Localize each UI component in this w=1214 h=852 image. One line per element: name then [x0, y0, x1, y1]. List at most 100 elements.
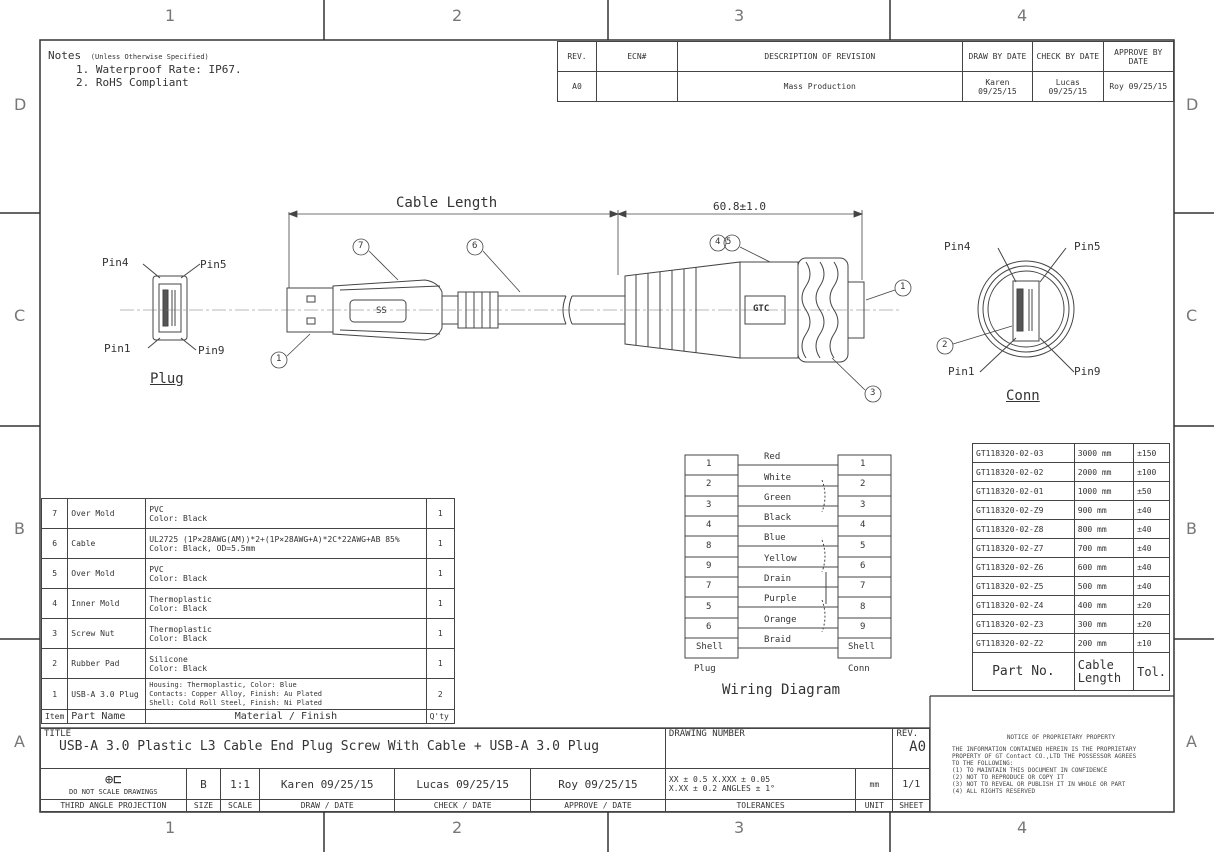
- sheet-label: SHEET: [892, 798, 930, 813]
- proprietary-line: (4) ALL RIGHTS RESERVED: [952, 788, 1036, 795]
- proprietary-line: (1) TO MAINTAIN THIS DOCUMENT IN CONFIDE…: [952, 767, 1108, 774]
- zone-col-3-top: 3: [734, 6, 745, 25]
- approve-value: Roy 09/25/15: [529, 768, 666, 800]
- wiring-plug-pin: 2: [706, 479, 712, 489]
- wiring-plug-pin: 4: [706, 520, 712, 530]
- wiring-plug-pin: 8: [706, 541, 712, 551]
- rev-header-desc: DESCRIPTION OF REVISION: [676, 41, 963, 72]
- rev-row-check: Lucas 09/25/15: [1032, 71, 1104, 102]
- pn-tol: ±150: [1133, 443, 1170, 463]
- drawing-number-label: DRAWING NUMBER: [668, 729, 745, 739]
- check-value: Lucas 09/25/15: [394, 768, 531, 800]
- conn-view-label: Conn: [1006, 388, 1040, 404]
- wiring-conn-pin: 4: [860, 520, 866, 530]
- wiring-conn-pin: Shell: [848, 642, 876, 652]
- plug-pin9-label: Pin9: [198, 344, 225, 357]
- wiring-conn-pin: 5: [860, 541, 866, 551]
- pn-length: 700 mm: [1073, 538, 1135, 558]
- pn-length: 900 mm: [1073, 500, 1135, 520]
- pn-cell: GT118320-02-Z9: [972, 500, 1075, 520]
- pn-tol: ±40: [1133, 576, 1170, 596]
- proprietary-notice: NOTICE OF PROPRIETARY PROPERTY THE INFOR…: [952, 734, 1170, 795]
- scale-label: SCALE: [220, 798, 260, 813]
- title-label: TITLE: [44, 729, 72, 739]
- pn-cell: GT118320-02-Z6: [972, 557, 1075, 577]
- size-value: B: [185, 768, 222, 800]
- pn-length: 400 mm: [1073, 595, 1135, 615]
- rev-row-approve: Roy 09/25/15: [1102, 71, 1175, 102]
- sheet-value: 1/1: [892, 768, 930, 800]
- pn-cell: GT118320-02-02: [972, 462, 1075, 482]
- notes-block: Notes (Unless Otherwise Specified) 1. Wa…: [48, 44, 242, 89]
- pn-header-length: Cable Length: [1073, 652, 1135, 691]
- conn-pin1-label: Pin1: [948, 365, 975, 378]
- wiring-conn-pin: 7: [860, 581, 866, 591]
- part-material: Thermoplastic: [149, 624, 212, 634]
- rev-value: A0: [909, 739, 926, 755]
- rev-header-approve: APPROVE BY DATE: [1102, 41, 1175, 72]
- zone-col-2-top: 2: [452, 6, 463, 25]
- wire-color: Orange: [764, 615, 797, 625]
- pn-tol: ±40: [1133, 519, 1170, 539]
- part-qty: 1: [425, 528, 456, 559]
- parts-header-row: Item Part Name Material / Finish Q'ty: [40, 709, 456, 724]
- part-item: 4: [40, 588, 69, 619]
- pn-cell: GT118320-02-Z5: [972, 576, 1075, 596]
- rev-row-desc: Mass Production: [676, 71, 963, 102]
- conn-front-view: [977, 247, 1075, 373]
- part-material: Color: Black: [149, 513, 208, 523]
- rev-header-rev: REV.: [557, 41, 597, 72]
- part-material: PVC: [149, 564, 164, 574]
- conn-pin9-label: Pin9: [1074, 365, 1101, 378]
- pn-tol: ±20: [1133, 614, 1170, 634]
- part-name: Screw Nut: [67, 618, 147, 649]
- wiring-plug-pin: 9: [706, 561, 712, 571]
- projection-note: DO NOT SCALE DRAWINGS: [69, 788, 158, 797]
- wiring-plug-pin: 1: [706, 459, 712, 469]
- pn-tol: ±40: [1133, 557, 1170, 577]
- note-item-1: 1. Waterproof Rate: IP67.: [76, 63, 242, 76]
- balloon-3: 3: [870, 388, 876, 398]
- pn-length: 200 mm: [1073, 633, 1135, 653]
- part-item: 6: [40, 528, 69, 559]
- rev-row-draw: Karen 09/25/15: [961, 71, 1034, 102]
- parts-header-material: Material / Finish: [145, 709, 427, 724]
- wire-color: Blue: [764, 533, 786, 543]
- unit-value: mm: [855, 768, 894, 800]
- zone-row-c-right: C: [1186, 306, 1198, 325]
- pn-cell: GT118320-02-03: [972, 443, 1075, 463]
- draw-value: Karen 09/25/15: [258, 768, 396, 800]
- wiring-conn-pin: 6: [860, 561, 866, 571]
- part-material: Color: Black: [149, 603, 208, 613]
- dim-60-label: 60.8±1.0: [713, 200, 766, 213]
- zone-col-1-top: 1: [165, 6, 176, 25]
- part-qty: 1: [425, 588, 456, 619]
- wiring-conn-pin: 3: [860, 500, 866, 510]
- pn-length: 500 mm: [1073, 576, 1135, 596]
- pn-cell: GT118320-02-01: [972, 481, 1075, 501]
- rev-header-draw: DRAW BY DATE: [961, 41, 1034, 72]
- scale-value: 1:1: [220, 768, 260, 800]
- balloon-1-conn: 1: [900, 282, 906, 292]
- connector-length-dimension: [616, 210, 864, 280]
- unit-label: UNIT: [855, 798, 894, 813]
- wiring-conn-pin: 9: [860, 622, 866, 632]
- wiring-plug-pin: 6: [706, 622, 712, 632]
- pn-tol: ±10: [1133, 633, 1170, 653]
- plug-front-view: [142, 263, 201, 351]
- wiring-conn-pin: 2: [860, 479, 866, 489]
- zone-col-2-bottom: 2: [452, 818, 463, 837]
- balloon-1-plug: 1: [276, 354, 282, 364]
- balloon-6: 6: [472, 241, 478, 251]
- drawing-title: USB-A 3.0 Plastic L3 Cable End Plug Scre…: [59, 739, 600, 754]
